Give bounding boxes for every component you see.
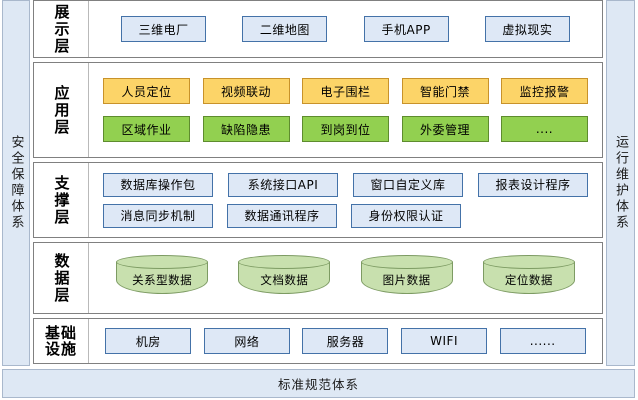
right-pillar-ops-system: 运行维护体系 <box>606 0 635 366</box>
chip-system-interface-api[interactable]: 系统接口API <box>228 172 338 197</box>
chip-server[interactable]: 服务器 <box>302 328 389 354</box>
layer-infrastructure-label-cell: 基础 设施 <box>34 319 89 363</box>
chip-personnel-positioning[interactable]: 人员定位 <box>103 78 190 104</box>
cylinder-top <box>238 255 331 269</box>
layer-infrastructure-body: 机房 网络 服务器 WIFI ...... <box>89 319 602 363</box>
left-pillar-safety-system: 安全保障体系 <box>2 0 30 366</box>
chip-defect-hazard[interactable]: 缺陷隐患 <box>202 116 290 142</box>
layer-application-label: 应用层 <box>52 84 71 136</box>
cylinder-top <box>482 255 575 269</box>
chip-computer-room[interactable]: 机房 <box>105 328 192 354</box>
layer-presentation-body: 三维电厂 二维地图 手机APP 虚拟现实 <box>89 1 602 57</box>
chip-application-more[interactable]: .... <box>501 116 588 142</box>
layer-support-body: 数据库操作包 系统接口API 窗口自定义库 报表设计程序 消息同步机制 数据通讯… <box>89 163 602 237</box>
bottom-bar-standards-system: 标准规范体系 <box>2 369 635 398</box>
layer-presentation-row-1: 三维电厂 二维地图 手机APP 虚拟现实 <box>89 16 602 42</box>
chip-virtual-reality[interactable]: 虚拟现实 <box>484 16 570 42</box>
chip-two-d-map[interactable]: 二维地图 <box>242 16 328 42</box>
layer-data-label: 数据层 <box>52 252 71 304</box>
chip-wifi[interactable]: WIFI <box>401 328 488 354</box>
chip-report-design-program[interactable]: 报表设计程序 <box>478 172 588 197</box>
layer-infrastructure-label: 基础 设施 <box>44 323 77 358</box>
bottom-bar-label: 标准规范体系 <box>277 377 359 392</box>
cylinder-document-data[interactable]: 文档数据 <box>238 255 331 301</box>
chip-database-operation-package[interactable]: 数据库操作包 <box>103 172 213 197</box>
chip-video-linkage[interactable]: 视频联动 <box>202 78 290 104</box>
layer-infrastructure-row-1: 机房 网络 服务器 WIFI ...... <box>89 328 602 354</box>
chip-three-d-plant[interactable]: 三维电厂 <box>121 16 207 42</box>
cylinder-top <box>360 255 453 269</box>
layer-application-body: 人员定位 视频联动 电子围栏 智能门禁 监控报警 区域作业 缺陷隐患 到岗到位 … <box>89 63 602 157</box>
chip-on-duty-in-place[interactable]: 到岗到位 <box>302 116 389 142</box>
layer-support: 支撑层 数据库操作包 系统接口API 窗口自定义库 报表设计程序 消息同步机制 … <box>33 162 603 238</box>
chip-window-custom-library[interactable]: 窗口自定义库 <box>353 172 463 197</box>
layer-infrastructure: 基础 设施 机房 网络 服务器 WIFI ...... <box>33 318 603 364</box>
layer-stack: 展示层 三维电厂 二维地图 手机APP 虚拟现实 应用层 人员定位 视频联动 <box>33 0 603 366</box>
layer-support-label: 支撑层 <box>52 174 71 226</box>
chip-data-communication-program[interactable]: 数据通讯程序 <box>227 203 337 228</box>
right-pillar-label: 运行维护体系 <box>613 135 628 231</box>
cylinder-relational-data-label: 关系型数据 <box>132 273 193 287</box>
layer-data: 数据层 关系型数据 文档数据 <box>33 242 603 314</box>
layer-support-row-1: 数据库操作包 系统接口API 窗口自定义库 报表设计程序 <box>89 172 602 197</box>
chip-area-operation[interactable]: 区域作业 <box>103 116 190 142</box>
chip-mobile-app[interactable]: 手机APP <box>363 16 449 42</box>
cylinder-location-data-label: 定位数据 <box>504 273 553 287</box>
layer-data-row-1: 关系型数据 文档数据 图片数据 定位数据 <box>89 255 602 301</box>
cylinder-image-data[interactable]: 图片数据 <box>360 255 453 301</box>
layer-support-label-cell: 支撑层 <box>34 163 89 237</box>
cylinder-image-data-label: 图片数据 <box>382 273 431 287</box>
layer-data-body: 关系型数据 文档数据 图片数据 定位数据 <box>89 243 602 313</box>
cylinder-top <box>116 255 209 269</box>
chip-identity-authorization[interactable]: 身份权限认证 <box>351 203 461 228</box>
chip-electronic-fence[interactable]: 电子围栏 <box>302 78 389 104</box>
layer-support-row-2: 消息同步机制 数据通讯程序 身份权限认证 <box>89 203 602 228</box>
layer-presentation: 展示层 三维电厂 二维地图 手机APP 虚拟现实 <box>33 0 603 58</box>
layer-application-label-cell: 应用层 <box>34 63 89 157</box>
cylinder-location-data[interactable]: 定位数据 <box>482 255 575 301</box>
layer-presentation-label-cell: 展示层 <box>34 1 89 57</box>
chip-outsourcing-management[interactable]: 外委管理 <box>401 116 489 142</box>
layer-application: 应用层 人员定位 视频联动 电子围栏 智能门禁 监控报警 区域作业 缺陷隐患 到… <box>33 62 603 158</box>
chip-infrastructure-more[interactable]: ...... <box>499 328 586 354</box>
chip-smart-access-control[interactable]: 智能门禁 <box>401 78 489 104</box>
cylinder-document-data-label: 文档数据 <box>260 273 309 287</box>
left-pillar-label: 安全保障体系 <box>8 135 24 231</box>
chip-monitoring-alarm[interactable]: 监控报警 <box>501 78 588 104</box>
layer-data-label-cell: 数据层 <box>34 243 89 313</box>
cylinder-relational-data[interactable]: 关系型数据 <box>116 255 209 301</box>
layer-application-row-1: 人员定位 视频联动 电子围栏 智能门禁 监控报警 <box>89 78 602 104</box>
chip-network[interactable]: 网络 <box>203 328 290 354</box>
layer-presentation-label: 展示层 <box>52 3 71 55</box>
chip-message-sync-mechanism[interactable]: 消息同步机制 <box>103 203 213 228</box>
layer-application-row-2: 区域作业 缺陷隐患 到岗到位 外委管理 .... <box>89 116 602 142</box>
